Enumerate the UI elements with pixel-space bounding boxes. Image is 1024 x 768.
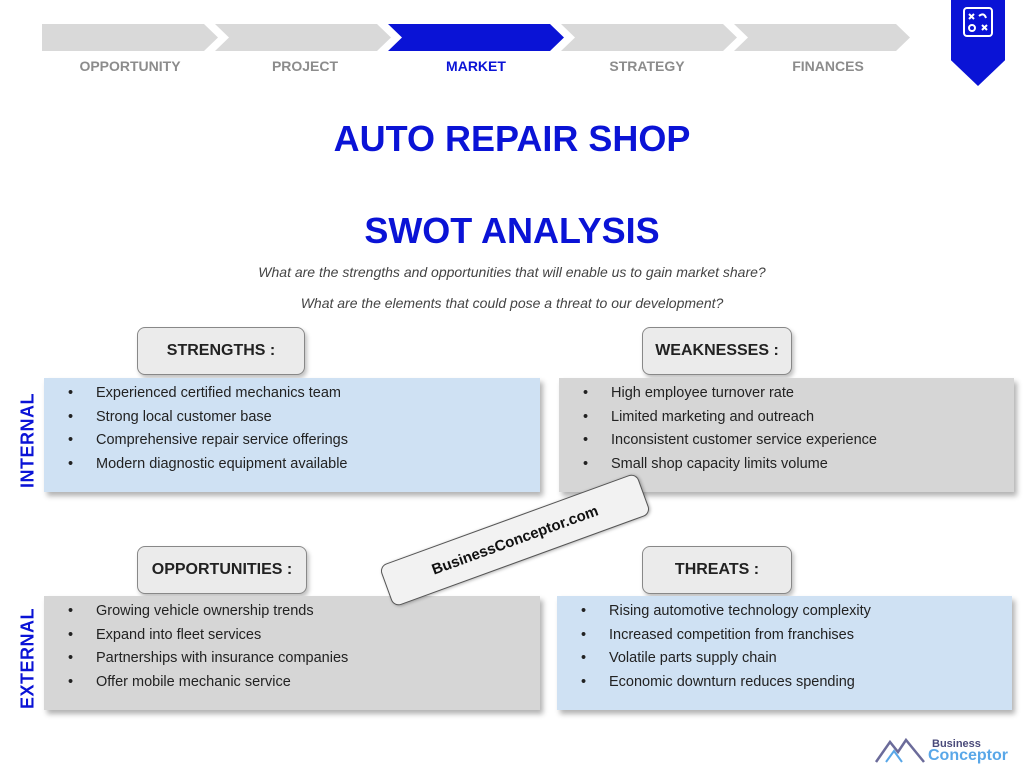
opportunities-panel: Growing vehicle ownership trends Expand … bbox=[44, 596, 540, 710]
step-label-finances[interactable]: FINANCES bbox=[792, 58, 864, 74]
list-item: Rising automotive technology complexity bbox=[581, 600, 1012, 624]
side-label-internal: INTERNAL bbox=[17, 393, 38, 488]
opportunities-list: Growing vehicle ownership trends Expand … bbox=[44, 596, 540, 694]
progress-steps: OPPORTUNITY PROJECT MARKET STRATEGY FINA… bbox=[0, 0, 1024, 90]
step-label-market[interactable]: MARKET bbox=[446, 58, 506, 74]
list-item: High employee turnover rate bbox=[583, 382, 1014, 406]
list-item: Comprehensive repair service offerings bbox=[68, 429, 540, 453]
strengths-panel: Experienced certified mechanics team Str… bbox=[44, 378, 540, 492]
list-item: Small shop capacity limits volume bbox=[583, 453, 1014, 477]
list-item: Limited marketing and outreach bbox=[583, 406, 1014, 430]
threats-panel: Rising automotive technology complexity … bbox=[557, 596, 1012, 710]
list-item: Expand into fleet services bbox=[68, 624, 540, 648]
list-item: Economic downturn reduces spending bbox=[581, 671, 1012, 695]
list-item: Volatile parts supply chain bbox=[581, 647, 1012, 671]
step-chevron-strategy[interactable] bbox=[561, 24, 737, 51]
step-chevron-finances[interactable] bbox=[734, 24, 910, 51]
mountain-logo-icon bbox=[874, 737, 925, 763]
watermark-badge: BusinessConceptor.com bbox=[378, 472, 652, 608]
question-strengths: What are the strengths and opportunities… bbox=[258, 264, 766, 280]
step-chevron-market[interactable] bbox=[388, 24, 564, 51]
side-label-external: EXTERNAL bbox=[17, 608, 38, 710]
list-item: Experienced certified mechanics team bbox=[68, 382, 540, 406]
list-item: Growing vehicle ownership trends bbox=[68, 600, 540, 624]
strengths-list: Experienced certified mechanics team Str… bbox=[44, 378, 540, 476]
list-item: Partnerships with insurance companies bbox=[68, 647, 540, 671]
weaknesses-list: High employee turnover rate Limited mark… bbox=[559, 378, 1014, 476]
step-label-opportunity[interactable]: OPPORTUNITY bbox=[79, 58, 181, 74]
opportunities-label: OPPORTUNITIES : bbox=[137, 546, 307, 594]
step-chevron-project[interactable] bbox=[215, 24, 391, 51]
weaknesses-panel: High employee turnover rate Limited mark… bbox=[559, 378, 1014, 492]
question-threats: What are the elements that could pose a … bbox=[300, 295, 724, 311]
list-item: Modern diagnostic equipment available bbox=[68, 453, 540, 477]
page-title: AUTO REPAIR SHOP bbox=[333, 118, 691, 159]
list-item: Increased competition from franchises bbox=[581, 624, 1012, 648]
step-label-project[interactable]: PROJECT bbox=[271, 58, 339, 74]
threats-label: THREATS : bbox=[642, 546, 792, 594]
step-label-strategy[interactable]: STRATEGY bbox=[609, 58, 685, 74]
brand-logo: Business Conceptor bbox=[874, 734, 1014, 764]
threats-list: Rising automotive technology complexity … bbox=[557, 596, 1012, 694]
weaknesses-label: WEAKNESSES : bbox=[642, 327, 792, 375]
step-chevron-opportunity[interactable] bbox=[42, 24, 218, 51]
list-item: Strong local customer base bbox=[68, 406, 540, 430]
list-item: Offer mobile mechanic service bbox=[68, 671, 540, 695]
strategy-board-icon bbox=[963, 7, 993, 37]
strengths-label: STRENGTHS : bbox=[137, 327, 305, 375]
list-item: Inconsistent customer service experience bbox=[583, 429, 1014, 453]
logo-line1: Business bbox=[932, 738, 981, 750]
page-subtitle: SWOT ANALYSIS bbox=[364, 210, 660, 251]
logo-line2: Conceptor bbox=[928, 747, 1008, 764]
